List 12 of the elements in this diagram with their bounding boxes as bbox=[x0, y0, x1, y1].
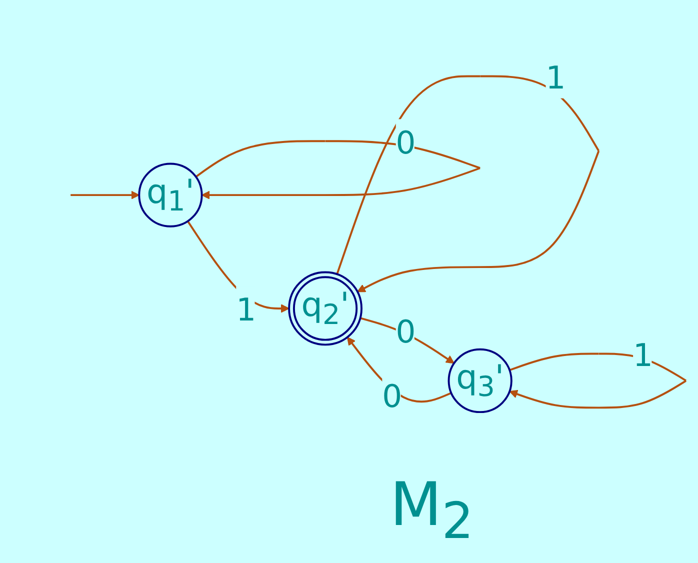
arrow bbox=[195, 140, 480, 199]
node-circle: q$_{2}$' bbox=[288, 270, 362, 346]
node-circle: q$_{3}$' bbox=[448, 348, 512, 413]
diagram-title: M$_{2}$ bbox=[390, 470, 474, 550]
edge-label: 1 bbox=[546, 58, 566, 96]
edge-label: 1 bbox=[633, 336, 653, 374]
edge-label: 0 bbox=[382, 377, 402, 414]
arrow bbox=[70, 190, 140, 199]
edge-label: 0 bbox=[396, 312, 416, 350]
node-circle: q$_{1}$' bbox=[138, 162, 203, 227]
edge-label: 0 bbox=[396, 124, 416, 161]
edge-label: 1 bbox=[236, 290, 256, 328]
